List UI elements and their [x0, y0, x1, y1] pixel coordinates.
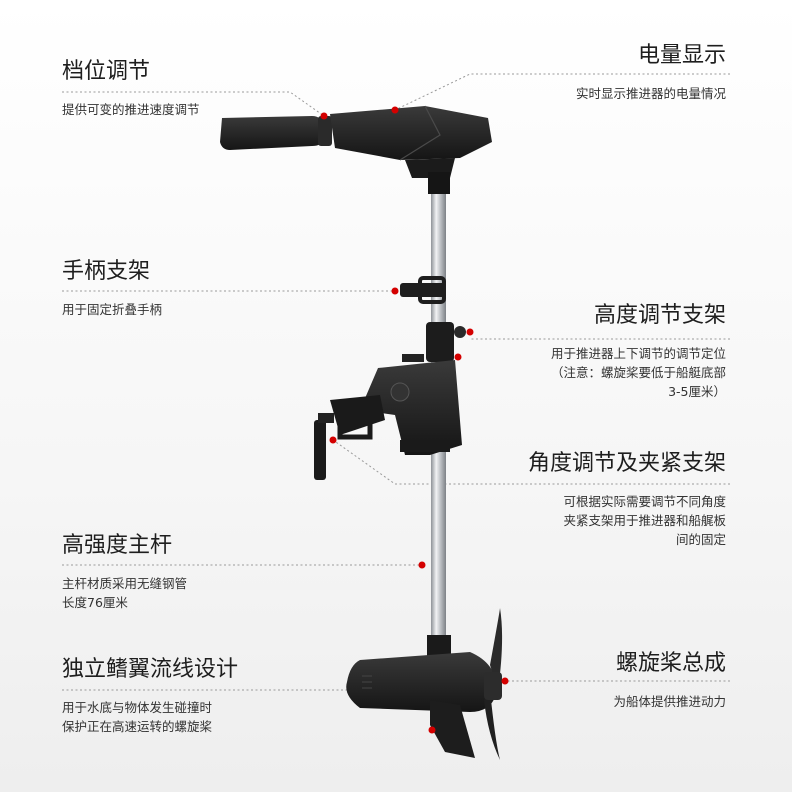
tiller-handle [220, 105, 492, 194]
feature-shaft-desc-line: 主杆材质采用无缝钢管 [62, 576, 188, 591]
feature-gear: 档位调节 提供可变的推进速度调节 [62, 58, 200, 119]
feature-angle-desc-line: 夹紧支架用于推进器和船艉板 [563, 513, 726, 528]
feature-shaft: 高强度主杆 主杆材质采用无缝钢管 长度76厘米 [62, 532, 187, 612]
feature-shaft-desc: 主杆材质采用无缝钢管 长度76厘米 [62, 574, 187, 612]
callout-dots [320, 106, 509, 734]
feature-shaft-title: 高强度主杆 [62, 533, 173, 558]
feature-propeller: 螺旋桨总成 为船体提供推进动力 [613, 650, 726, 711]
feature-battery-desc-line: 实时显示推进器的电量情况 [575, 86, 726, 101]
leader-angle [332, 439, 730, 485]
feature-handle-desc: 用于固定折叠手柄 [62, 300, 162, 319]
feature-fin-desc-line: 保护正在高速运转的螺旋桨 [62, 719, 213, 734]
feature-fin-title: 独立鳍翼流线设计 [62, 657, 239, 682]
feature-height-desc-line: （注意：螺旋桨要低于船艇底部 [550, 365, 726, 380]
feature-angle-desc-line: 可根据实际需要调节不同角度 [563, 494, 726, 509]
feature-height-bracket: 高度调节支架 用于推进器上下调节的调节定位 （注意：螺旋桨要低于船艇底部 3-5… [551, 302, 726, 401]
feature-fin-desc: 用于水底与物体发生碰撞时 保护正在高速运转的螺旋桨 [62, 698, 238, 736]
feature-battery-desc: 实时显示推进器的电量情况 [576, 84, 726, 103]
clamp-bracket [314, 360, 462, 480]
skeg-fin [430, 700, 475, 758]
feature-shaft-desc-line: 长度76厘米 [62, 595, 128, 610]
feature-angle-title: 角度调节及夹紧支架 [527, 451, 726, 476]
leader-lines [62, 73, 730, 691]
feature-angle-bracket: 角度调节及夹紧支架 可根据实际需要调节不同角度 夹紧支架用于推进器和船艉板 间的… [528, 450, 726, 549]
feature-gear-desc-line: 提供可变的推进速度调节 [62, 102, 200, 117]
feature-propeller-desc: 为船体提供推进动力 [613, 692, 726, 711]
propeller [484, 608, 503, 760]
dot-shaft [418, 561, 426, 569]
dot-handle [391, 287, 399, 295]
feature-battery: 电量显示 实时显示推进器的电量情况 [576, 42, 726, 103]
feature-angle-desc-line: 间的固定 [675, 532, 726, 547]
leader-battery [394, 73, 730, 111]
feature-gear-desc: 提供可变的推进速度调节 [62, 100, 200, 119]
height-collar [402, 322, 466, 362]
motor-pod [346, 635, 497, 758]
feature-propeller-desc-line: 为船体提供推进动力 [613, 694, 726, 709]
feature-height-title: 高度调节支架 [593, 303, 726, 328]
dot-height [466, 328, 474, 336]
feature-handle-desc-line: 用于固定折叠手柄 [62, 302, 163, 317]
feature-fin-desc-line: 用于水底与物体发生碰撞时 [62, 700, 213, 715]
dot-gear [320, 112, 328, 120]
feature-angle-desc: 可根据实际需要调节不同角度 夹紧支架用于推进器和船艉板 间的固定 [528, 492, 726, 549]
feature-handle-title: 手柄支架 [62, 259, 151, 284]
feature-height-desc-line: 用于推进器上下调节的调节定位 [550, 346, 726, 361]
feature-handle-bracket: 手柄支架 用于固定折叠手柄 [62, 258, 162, 319]
dot-battery [391, 106, 399, 114]
dot-height-2 [454, 353, 462, 361]
dot-angle [329, 436, 337, 444]
feature-battery-title: 电量显示 [637, 43, 726, 68]
feature-gear-title: 档位调节 [62, 59, 151, 84]
dot-propeller [501, 677, 509, 685]
feature-height-desc-line: 3-5厘米） [668, 384, 726, 399]
handle-bracket [400, 276, 446, 304]
feature-fin: 独立鳍翼流线设计 用于水底与物体发生碰撞时 保护正在高速运转的螺旋桨 [62, 656, 238, 736]
feature-height-desc: 用于推进器上下调节的调节定位 （注意：螺旋桨要低于船艇底部 3-5厘米） [551, 344, 726, 401]
dot-fin [428, 726, 436, 734]
feature-propeller-title: 螺旋桨总成 [615, 651, 726, 676]
